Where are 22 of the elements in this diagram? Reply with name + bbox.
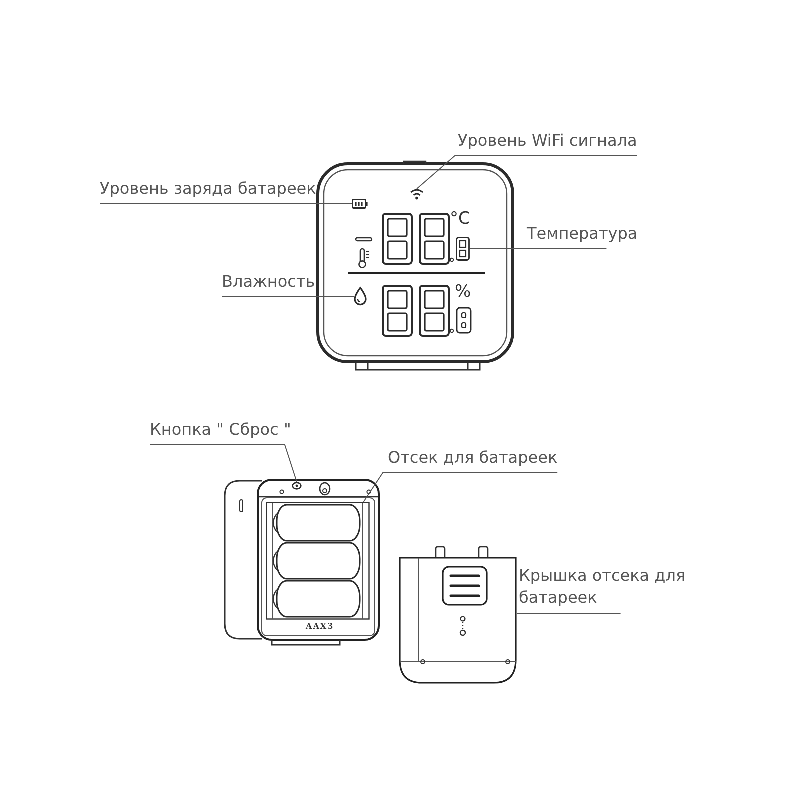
callout-label: Температура — [527, 224, 638, 249]
leader-line — [150, 444, 298, 482]
leader-line — [363, 472, 558, 502]
callout-label: Отсек для батареек — [388, 448, 558, 473]
battery-compartment — [266, 502, 370, 620]
battery-cover — [398, 545, 517, 685]
callout-label: Кнопка " Сброс " — [150, 420, 292, 445]
unit-label: % — [455, 284, 472, 301]
lcd-digit — [456, 237, 470, 261]
callout-label: Влажность — [222, 272, 316, 297]
leader-line — [222, 296, 354, 298]
battery-type-label: AAX3 — [306, 622, 334, 630]
leader-line — [470, 248, 608, 250]
unit-label: °C — [450, 211, 470, 228]
leader-line — [416, 156, 638, 190]
callout-label: Уровень заряда батареек — [100, 179, 316, 204]
wifi-icon — [410, 189, 424, 200]
water-drop-icon — [354, 287, 367, 306]
callout-label: Уровень WiFi сигнала — [458, 131, 638, 156]
callout-label: Крышка отсека для батареек — [519, 565, 704, 614]
battery-icon — [352, 199, 368, 209]
reset-button — [292, 482, 302, 490]
